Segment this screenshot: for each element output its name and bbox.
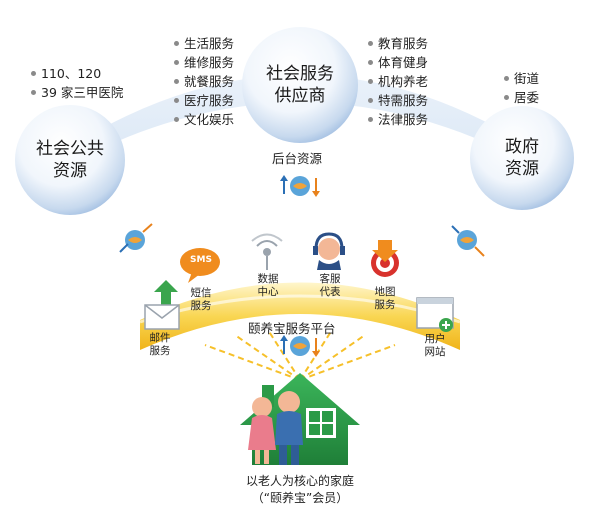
agent-service-label: 客服 代表	[314, 273, 346, 299]
platform-label: 颐养宝服务平台	[248, 321, 336, 336]
data-center-label: 数据 中心	[252, 273, 284, 299]
list-item: 街道	[502, 69, 539, 88]
government-label-line1: 政府	[505, 137, 539, 157]
list-item: 医疗服务	[172, 91, 234, 110]
family-label-line2: （“颐养宝”会员）	[251, 491, 349, 505]
agent-label-line1: 客服	[319, 273, 341, 285]
list-item: 生活服务	[172, 34, 234, 53]
map-label-line2: 服务	[374, 299, 396, 311]
user-website-label: 用户 网站	[418, 333, 452, 359]
provider-right-list: 教育服务 体育健身 机构养老 特需服务 法律服务	[366, 34, 428, 129]
web-label-line1: 用户	[424, 333, 446, 345]
government-label-line2: 资源	[505, 159, 539, 179]
list-item: 维修服务	[172, 53, 234, 72]
backend-resources-label: 后台资源	[272, 151, 323, 166]
list-item: 体育健身	[366, 53, 428, 72]
public-label-line2: 资源	[53, 161, 87, 181]
data-label-line1: 数据	[257, 273, 279, 285]
provider-label-line1: 社会服务	[266, 64, 334, 84]
list-item: 法律服务	[366, 110, 428, 129]
email-label-line1: 邮件	[149, 332, 171, 344]
family-label-line1: 以老人为核心的家庭	[245, 474, 354, 488]
government-resource-list: 街道 居委	[502, 69, 539, 107]
list-item: 39 家三甲医院	[29, 83, 123, 102]
provider-label-line2: 供应商	[274, 86, 326, 106]
list-item: 就餐服务	[172, 72, 234, 91]
list-item: 110、120	[29, 64, 123, 83]
sms-label-line2: 服务	[190, 300, 212, 312]
web-label-line2: 网站	[424, 346, 446, 358]
list-item: 教育服务	[366, 34, 428, 53]
public-resource-list: 110、120 39 家三甲医院	[29, 64, 123, 102]
public-node-label: 社会公共 资源	[20, 138, 120, 182]
provider-left-list: 生活服务 维修服务 就餐服务 医疗服务 文化娱乐	[172, 34, 234, 129]
family-label: 以老人为核心的家庭 （“颐养宝”会员）	[220, 473, 380, 507]
sms-badge: SMS	[190, 255, 212, 265]
agent-label-line2: 代表	[319, 286, 341, 298]
public-label-line1: 社会公共	[36, 139, 104, 159]
government-node-label: 政府 资源	[472, 136, 572, 180]
sms-service-label: 短信 服务	[185, 287, 217, 313]
list-item: 居委	[502, 88, 539, 107]
map-service-label: 地图 服务	[369, 286, 401, 312]
email-service-label: 邮件 服务	[144, 332, 176, 358]
sms-label-line1: 短信	[190, 287, 212, 299]
list-item: 机构养老	[366, 72, 428, 91]
list-item: 文化娱乐	[172, 110, 234, 129]
provider-node-label: 社会服务 供应商	[250, 63, 350, 107]
data-label-line2: 中心	[257, 286, 279, 298]
list-item: 特需服务	[366, 91, 428, 110]
email-label-line2: 服务	[149, 345, 171, 357]
map-label-line1: 地图	[374, 286, 396, 298]
